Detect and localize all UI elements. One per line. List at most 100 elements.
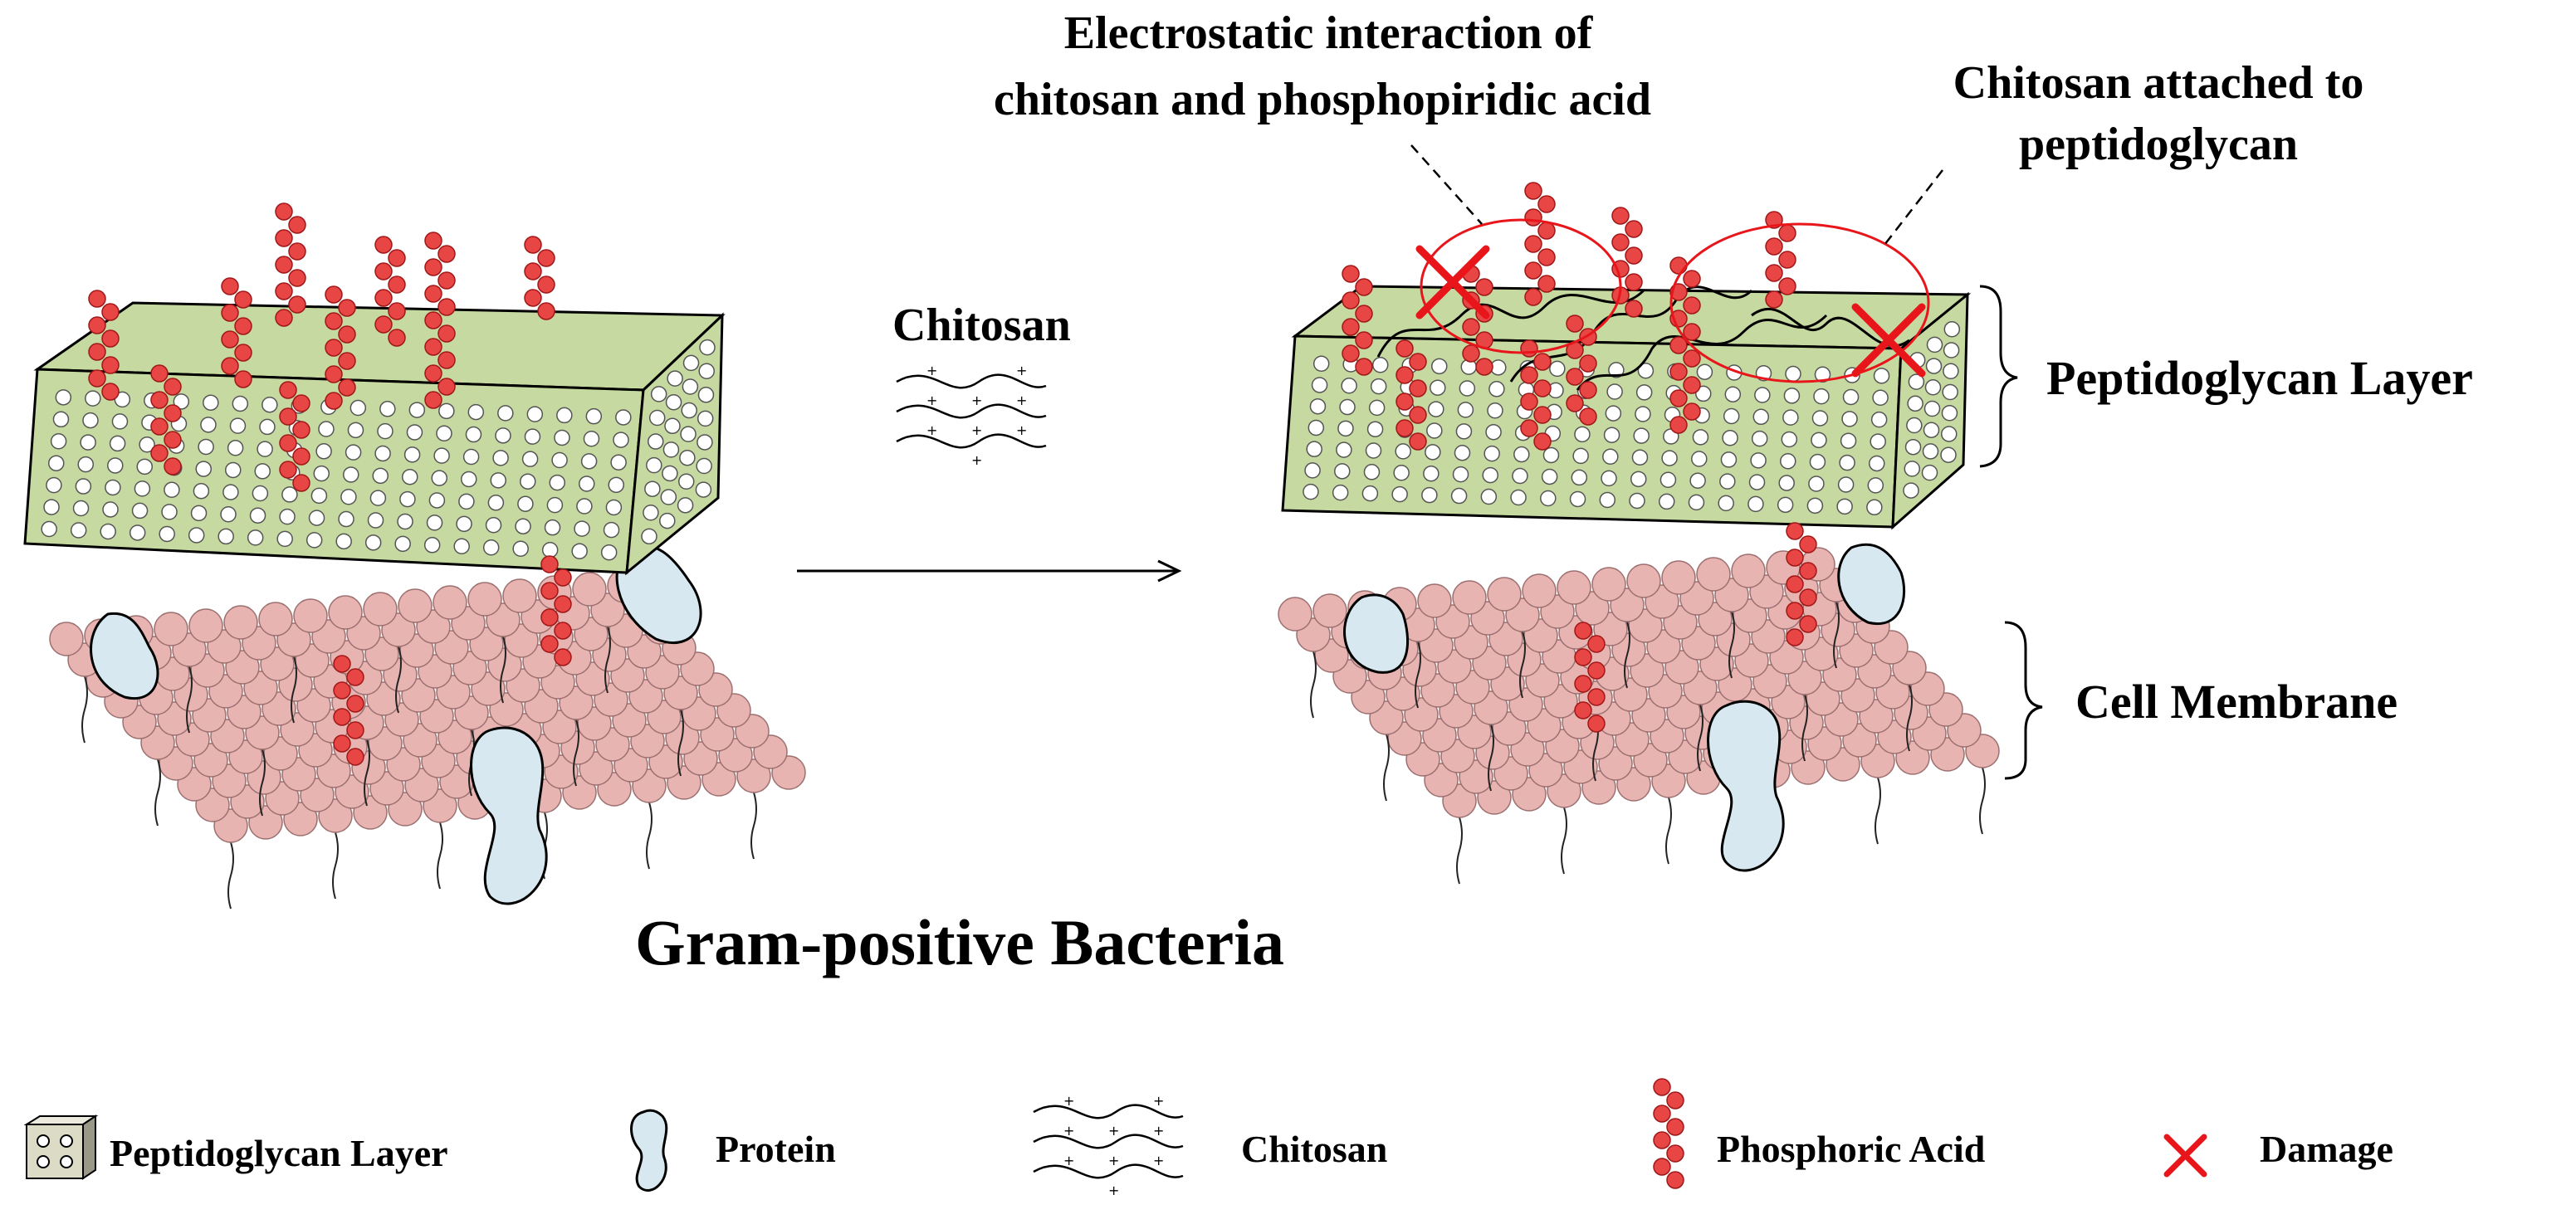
- pore: [1457, 402, 1474, 418]
- phosphoric-acid-bead: [540, 582, 559, 600]
- pore: [1782, 409, 1799, 426]
- pore: [436, 425, 452, 441]
- phosphoric-acid-bead: [1462, 344, 1480, 363]
- phosphoric-acid-bead: [164, 431, 182, 449]
- pore: [1629, 492, 1645, 510]
- pore: [1907, 395, 1923, 412]
- charge-symbol: +: [971, 393, 982, 408]
- lipid-tail: [1728, 611, 1735, 679]
- lipid-head: [1417, 583, 1452, 618]
- lipid-tail: [646, 802, 653, 870]
- pore: [1370, 378, 1387, 395]
- pore: [1601, 470, 1617, 487]
- pore: [1371, 357, 1389, 373]
- pore: [1480, 488, 1498, 505]
- lipid-tail: [1456, 817, 1463, 885]
- phosphoric-acid-bead: [234, 290, 252, 309]
- lipid-tail: [1310, 651, 1317, 719]
- pore: [109, 435, 126, 452]
- pore: [52, 411, 70, 428]
- pore: [664, 417, 681, 435]
- phosphoric-acid-bead: [279, 434, 297, 452]
- lipid-tail: [1519, 631, 1526, 699]
- phosphoric-acid-bead: [275, 229, 293, 247]
- pore: [426, 515, 443, 531]
- phosphoric-acid-bead: [150, 417, 169, 436]
- pore: [129, 524, 146, 541]
- lipid-head: [1591, 567, 1626, 602]
- phosphoric-acid-bead: [234, 317, 252, 335]
- lipid-head: [1487, 577, 1522, 612]
- pore: [1487, 402, 1503, 419]
- pore: [571, 543, 588, 559]
- lipid-tail: [395, 646, 402, 714]
- lipid-tail: [677, 709, 684, 777]
- pore: [1922, 443, 1939, 460]
- phosphoric-acid-bead: [1579, 354, 1597, 373]
- pore: [1541, 468, 1558, 485]
- pore: [490, 472, 506, 489]
- pore: [1659, 471, 1677, 489]
- phosphoric-acid-bead: [150, 444, 169, 462]
- phosphoric-acid-bead: [88, 343, 106, 361]
- phosphoric-acid-bead: [1574, 701, 1592, 719]
- phosphoric-acid-bead: [1765, 290, 1783, 309]
- pore: [438, 402, 455, 420]
- pore: [1391, 485, 1408, 503]
- phosphoric-acid-bead: [1799, 588, 1817, 607]
- lipid-tail: [364, 739, 370, 807]
- phosphoric-acid-bead: [388, 276, 406, 294]
- phosphoric-acid-bead: [1342, 291, 1360, 310]
- pore: [1908, 373, 1925, 390]
- electrostatic-callout-line2: chitosan and phosphopiridic acid: [994, 74, 1651, 125]
- phosphoric-acid-bead: [554, 622, 572, 640]
- pore: [1423, 465, 1440, 482]
- pore: [1868, 455, 1885, 472]
- pore: [1906, 417, 1923, 434]
- left-peptidoglycan-block: [23, 301, 726, 576]
- phosphoric-acid-bead: [101, 356, 120, 374]
- pore: [50, 432, 67, 450]
- lipid-head: [433, 585, 467, 620]
- pore: [1777, 496, 1794, 514]
- phosphoric-acid-bead: [1396, 419, 1414, 437]
- phosphoric-acid-bead: [325, 285, 343, 304]
- pore: [613, 432, 629, 448]
- phosphoric-acid-bead: [374, 236, 393, 254]
- pore: [1571, 469, 1588, 486]
- lipid-head: [502, 578, 537, 613]
- lipid-tail: [332, 832, 339, 900]
- phosphoric-acid-bead: [1587, 661, 1606, 680]
- pore: [458, 493, 475, 510]
- phosphoric-acid-bead: [424, 311, 442, 329]
- pore: [659, 512, 676, 529]
- pore: [1599, 491, 1616, 509]
- pore: [641, 528, 657, 545]
- charge-symbol: +: [1063, 1153, 1074, 1168]
- pore: [1549, 360, 1566, 378]
- phosphoric-acid-bead: [1396, 393, 1414, 411]
- chitosan-strand: [1033, 1134, 1184, 1149]
- phosphoric-acid-bead: [388, 249, 406, 267]
- pore: [610, 454, 627, 471]
- protein-icon: [630, 1109, 668, 1192]
- pore: [1748, 474, 1766, 490]
- pore: [225, 461, 242, 479]
- phosphoric-acid-bead: [221, 277, 239, 295]
- pore: [1688, 494, 1705, 511]
- phosphoric-acid-bead: [437, 351, 456, 369]
- pore: [1785, 365, 1801, 383]
- pore: [1431, 358, 1448, 375]
- pore: [576, 498, 593, 515]
- phosphoric-acid-bead: [1355, 358, 1373, 376]
- chitosan-strand: [1033, 1163, 1184, 1179]
- lipid-tail: [227, 841, 234, 910]
- pore: [679, 449, 696, 466]
- pore: [372, 467, 389, 485]
- attachment-leader-line: [1884, 169, 1943, 246]
- phosphoric-acid-bead: [1566, 315, 1584, 333]
- pore: [164, 481, 180, 499]
- pore: [1304, 462, 1321, 479]
- pore: [1837, 476, 1855, 493]
- phosphoric-acid-bead: [279, 407, 297, 426]
